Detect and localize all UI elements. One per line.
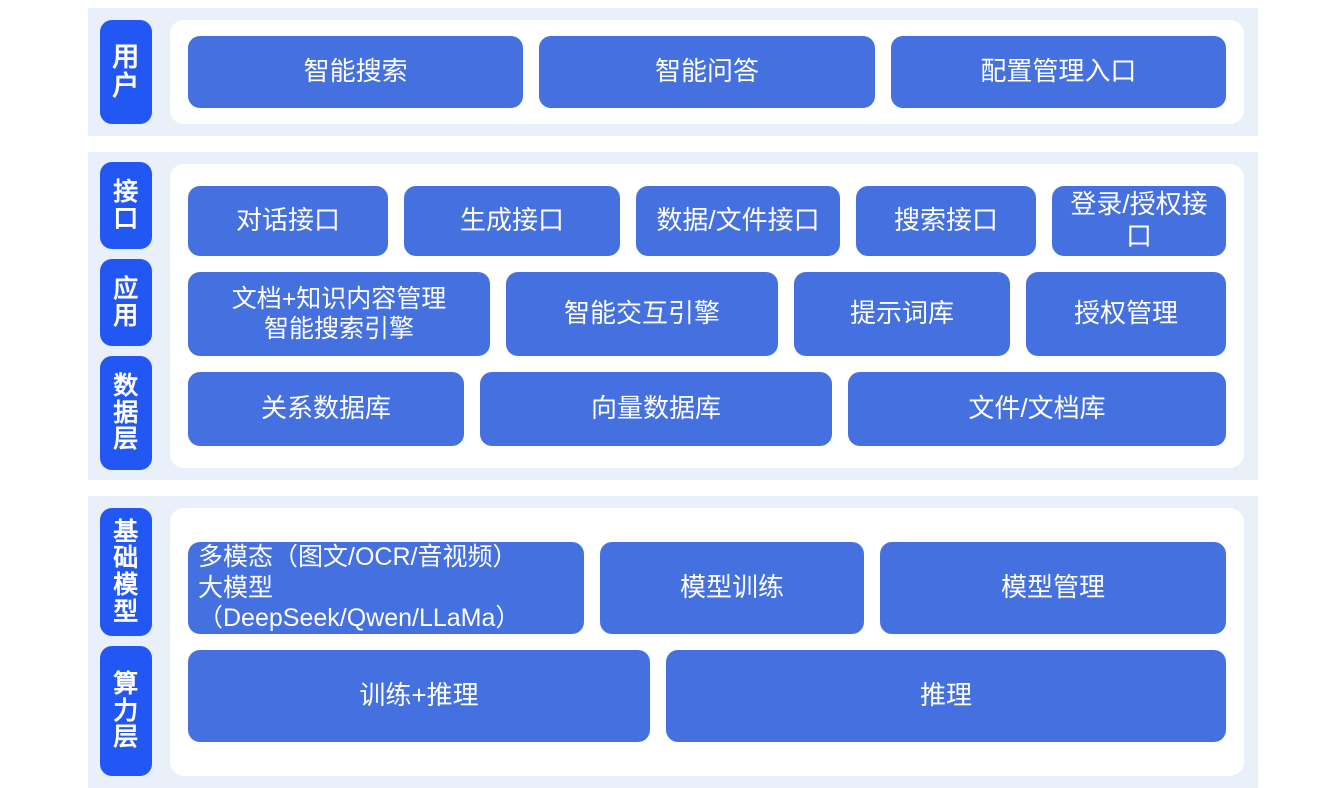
layer-tab-foundation-model-char-2: 模: [113, 571, 139, 599]
panel-middle: 对话接口 生成接口 数据/文件接口 搜索接口 登录/授权接口 文档+知识内容管理…: [170, 164, 1244, 468]
layer-tab-data-char-1: 据: [113, 398, 139, 427]
box-relational-database[interactable]: 关系数据库: [188, 372, 464, 446]
layer-tab-data-char-2: 层: [113, 425, 139, 454]
box-search-api[interactable]: 搜索接口: [856, 186, 1036, 256]
section-middle: 接 口 应 用 数 据 层 对话接口 生成接口 数据/文件接口 搜索接口 登录/…: [88, 152, 1258, 480]
layer-tab-application-char-1: 用: [113, 301, 139, 330]
box-document-knowledge-management[interactable]: 文档+知识内容管理 智能搜索引擎: [188, 272, 490, 356]
layer-tab-interface-char-1: 口: [113, 204, 139, 233]
box-generation-api[interactable]: 生成接口: [404, 186, 620, 256]
layer-tab-compute-char-1: 力: [113, 696, 139, 725]
layer-tab-user[interactable]: 用 户: [100, 20, 152, 124]
layer-tab-foundation-model-char-3: 型: [113, 597, 139, 626]
box-inference[interactable]: 推理: [666, 650, 1226, 742]
box-model-management[interactable]: 模型管理: [880, 542, 1226, 634]
tab-column-base: 基 础 模 型 算 力 层: [88, 496, 164, 788]
box-data-file-api[interactable]: 数据/文件接口: [636, 186, 840, 256]
panel-base: 多模态（图文/OCR/音视频） 大模型（DeepSeek/Qwen/LLaMa）…: [170, 508, 1244, 776]
layer-tab-application-char-0: 应: [113, 274, 139, 303]
row-application: 文档+知识内容管理 智能搜索引擎 智能交互引擎 提示词库 授权管理: [188, 272, 1226, 356]
row-interface: 对话接口 生成接口 数据/文件接口 搜索接口 登录/授权接口: [188, 186, 1226, 256]
section-user: 用 户 智能搜索 智能问答 配置管理入口: [88, 8, 1258, 136]
tab-column-middle: 接 口 应 用 数 据 层: [88, 152, 164, 480]
box-authorization-management[interactable]: 授权管理: [1026, 272, 1226, 356]
box-training-plus-inference[interactable]: 训练+推理: [188, 650, 650, 742]
section-base: 基 础 模 型 算 力 层 多模态（图文/OCR/音视频） 大模型（DeepSe…: [88, 496, 1258, 788]
row-compute: 训练+推理 推理: [188, 650, 1226, 742]
layer-tab-compute-char-0: 算: [113, 669, 139, 698]
box-smart-qa[interactable]: 智能问答: [539, 36, 875, 108]
layer-tab-data-char-0: 数: [113, 371, 139, 400]
box-intelligent-interaction-engine[interactable]: 智能交互引擎: [506, 272, 778, 356]
layer-tab-foundation-model-char-0: 基: [113, 517, 139, 546]
box-vector-database[interactable]: 向量数据库: [480, 372, 832, 446]
box-smart-search[interactable]: 智能搜索: [188, 36, 524, 108]
tab-column-user: 用 户: [88, 8, 164, 136]
box-model-training[interactable]: 模型训练: [600, 542, 864, 634]
panel-user: 智能搜索 智能问答 配置管理入口: [170, 20, 1244, 124]
layer-tab-user-char-1: 户: [112, 71, 140, 101]
box-multimodal-large-model[interactable]: 多模态（图文/OCR/音视频） 大模型（DeepSeek/Qwen/LLaMa）: [188, 542, 584, 634]
layer-tab-data[interactable]: 数 据 层: [100, 356, 152, 470]
layer-tab-application[interactable]: 应 用: [100, 259, 152, 347]
box-file-document-store[interactable]: 文件/文档库: [848, 372, 1226, 446]
layer-tab-interface-char-0: 接: [113, 177, 139, 206]
layer-tab-foundation-model[interactable]: 基 础 模 型: [100, 508, 152, 636]
row-data: 关系数据库 向量数据库 文件/文档库: [188, 372, 1226, 446]
layer-tab-compute[interactable]: 算 力 层: [100, 646, 152, 776]
row-model: 多模态（图文/OCR/音视频） 大模型（DeepSeek/Qwen/LLaMa）…: [188, 542, 1226, 634]
row-user-entries: 智能搜索 智能问答 配置管理入口: [188, 36, 1226, 108]
layer-tab-foundation-model-char-1: 础: [113, 544, 139, 573]
box-prompt-library[interactable]: 提示词库: [794, 272, 1010, 356]
box-login-auth-api[interactable]: 登录/授权接口: [1052, 186, 1226, 256]
layer-tab-interface[interactable]: 接 口: [100, 162, 152, 250]
box-config-management-entry[interactable]: 配置管理入口: [890, 36, 1226, 108]
layer-tab-user-char-0: 用: [112, 42, 140, 73]
box-dialog-api[interactable]: 对话接口: [188, 186, 388, 256]
layer-tab-compute-char-2: 层: [113, 723, 139, 752]
